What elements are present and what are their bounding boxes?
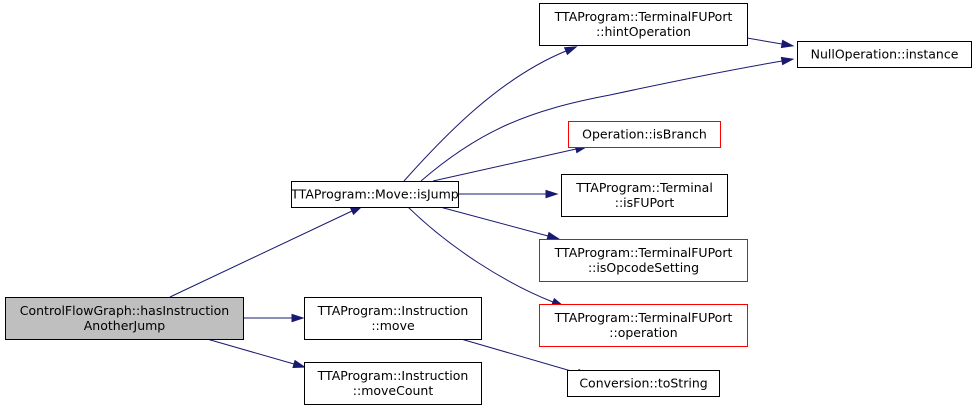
edge-root-to-move [243, 313, 305, 323]
node-label-line: ::isOpcodeSetting [588, 260, 699, 275]
node-move[interactable]: TTAProgram::Instruction::move [304, 297, 482, 340]
node-moveCount[interactable]: TTAProgram::Instruction::moveCount [304, 362, 482, 405]
node-label-line: ::operation [609, 325, 677, 340]
node-label-line: Operation::isBranch [582, 127, 707, 142]
node-label-line: TTAProgram::TerminalFUPort [554, 310, 733, 325]
node-box [539, 3, 748, 46]
node-box [567, 370, 720, 397]
node-box [304, 297, 482, 340]
edge-isJump-to-nullInstance [420, 56, 795, 182]
node-box [304, 362, 482, 405]
arrowhead-isFUPort [545, 189, 559, 199]
node-box [539, 304, 748, 347]
node-box [561, 174, 728, 217]
edge-isJump-to-hintOperation [403, 46, 578, 182]
node-isOpcodeSetting[interactable]: TTAProgram::TerminalFUPort::isOpcodeSett… [539, 239, 748, 282]
nodes-layer: ControlFlowGraph::hasInstructionAnotherJ… [5, 3, 972, 405]
node-label-line: NullOperation::instance [811, 47, 959, 62]
edges-layer [169, 37, 795, 377]
node-label-line: TTAProgram::Instruction [317, 303, 469, 318]
node-nullInstance[interactable]: NullOperation::instance [797, 41, 972, 68]
node-label-line: ControlFlowGraph::hasInstruction [20, 303, 229, 318]
edge-isJump-to-isFUPort [458, 189, 559, 199]
node-box [539, 239, 748, 282]
node-isJump[interactable]: TTAProgram::Move::isJump [290, 181, 459, 208]
node-label-line: ::moveCount [353, 383, 434, 398]
arrowhead-nullInstance [780, 39, 795, 49]
edge-root-to-moveCount [206, 338, 307, 368]
node-toString[interactable]: Conversion::toString [567, 370, 720, 397]
node-box [5, 297, 244, 340]
node-label-line: TTAProgram::Instruction [317, 368, 469, 383]
arrowhead-hintOperation [563, 46, 578, 56]
node-label-line: ::isFUPort [615, 195, 675, 210]
node-isBranch[interactable]: Operation::isBranch [568, 121, 721, 148]
node-label-line: TTAProgram::TerminalFUPort [554, 9, 733, 24]
node-label-line: AnotherJump [84, 318, 166, 333]
node-hintOperation[interactable]: TTAProgram::TerminalFUPort::hintOperatio… [539, 3, 748, 46]
arrowhead-move [291, 313, 305, 323]
node-label-line: Conversion::toString [579, 376, 707, 391]
node-label-line: ::hintOperation [596, 24, 691, 39]
node-label-line: TTAProgram::Terminal [575, 180, 713, 195]
arrowhead-nullInstance [780, 56, 795, 66]
node-operation[interactable]: TTAProgram::TerminalFUPort::operation [539, 304, 748, 347]
arrowhead-isOpcodeSetting [546, 231, 561, 241]
arrowhead-moveCount [292, 359, 307, 368]
node-box [797, 41, 972, 68]
edge-root-to-isJump [169, 205, 364, 298]
node-label-line: TTAProgram::TerminalFUPort [554, 245, 733, 260]
node-box [291, 181, 459, 208]
node-label-line: TTAProgram::Move::isJump [290, 187, 459, 202]
node-root[interactable]: ControlFlowGraph::hasInstructionAnotherJ… [5, 297, 244, 340]
edge-hintOperation-to-nullInstance [746, 37, 795, 49]
node-isFUPort[interactable]: TTAProgram::Terminal::isFUPort [561, 174, 728, 217]
node-label-line: ::move [371, 318, 415, 333]
edge-isJump-to-isOpcodeSetting [439, 206, 561, 241]
node-box [568, 121, 721, 148]
